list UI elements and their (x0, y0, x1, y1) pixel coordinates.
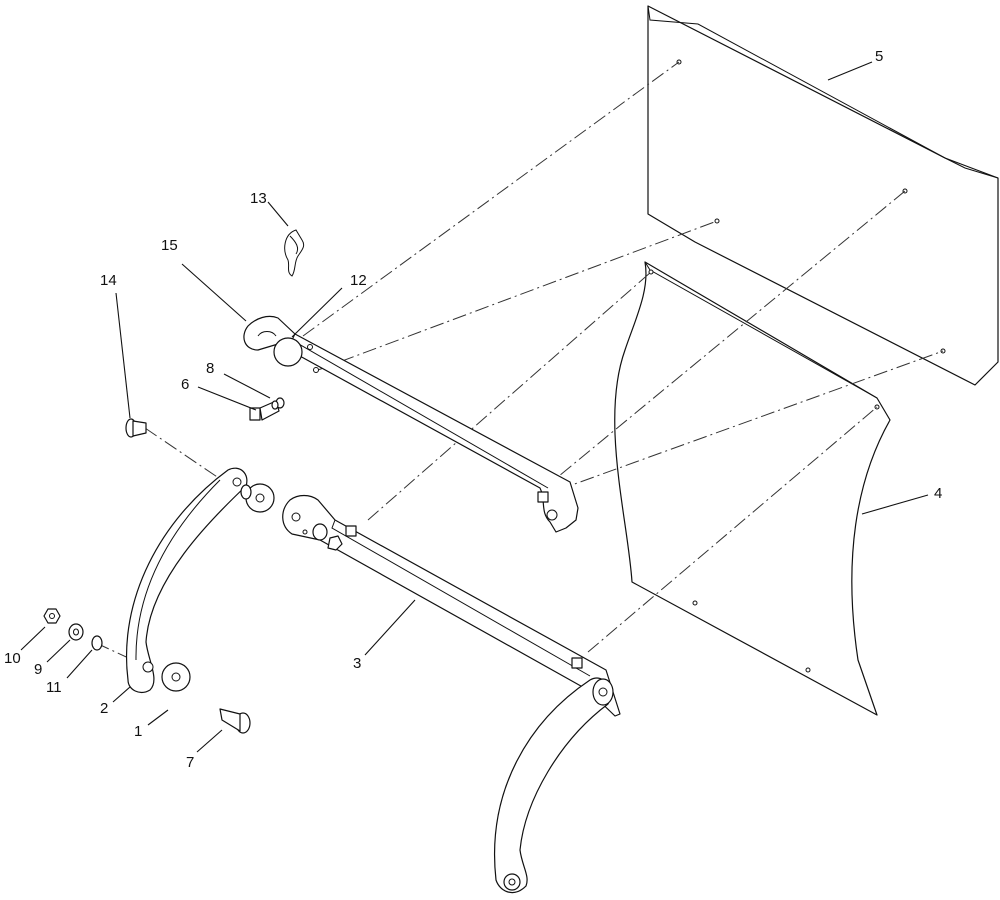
callout-3: 3 (353, 655, 361, 672)
part-14-clevis-pin (125, 418, 147, 438)
callout-13: 13 (250, 190, 267, 207)
part-4-plate (614, 261, 891, 716)
callout-15: 15 (161, 237, 178, 254)
callout-5: 5 (875, 48, 883, 65)
part-13-hairpin-clip (284, 229, 305, 277)
callout-2: 2 (100, 700, 108, 717)
part-12-washer (273, 337, 303, 367)
alignment-lines (95, 61, 944, 668)
part-2-left-arm (126, 467, 248, 693)
part-9-washer (68, 623, 84, 641)
part-7-clevis-pin (219, 708, 251, 734)
callout-11: 11 (46, 679, 62, 696)
callout-6: 6 (181, 376, 189, 393)
spacer-lower-bar (312, 523, 328, 541)
part-3-lower-bar (282, 494, 621, 717)
spacer-upper (240, 484, 252, 500)
callout-10: 10 (4, 650, 21, 667)
callout-4: 4 (934, 485, 942, 502)
callout-7: 7 (186, 754, 194, 771)
part-11-spacer (91, 635, 103, 651)
part-10-nut (43, 608, 61, 624)
nut-lower-bar (327, 535, 343, 551)
callout-8: 8 (206, 360, 214, 377)
callout-9: 9 (34, 661, 42, 678)
callout-labels: 5 4 3 15 12 13 14 8 6 10 9 11 2 1 7 (4, 48, 942, 771)
right-arm (494, 677, 614, 894)
callout-1: 1 (134, 723, 142, 740)
leader-lines (20, 61, 929, 753)
callout-14: 14 (100, 272, 117, 289)
callout-12: 12 (350, 272, 367, 289)
part-8-lock-washer (271, 397, 285, 410)
